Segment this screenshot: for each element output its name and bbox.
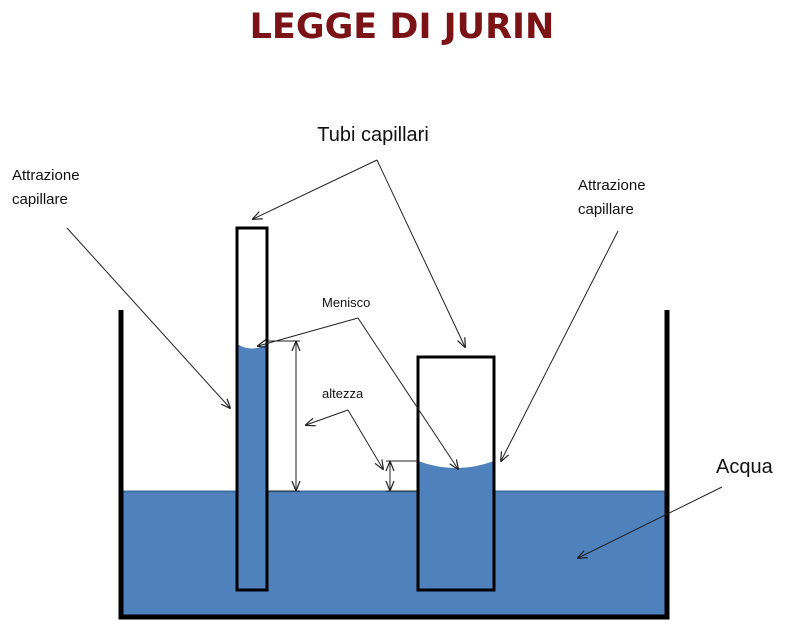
page-title: LEGGE DI JURIN xyxy=(250,7,555,47)
narrow-tube xyxy=(235,226,269,592)
basin-container xyxy=(118,310,670,620)
label-height: altezza xyxy=(322,386,364,401)
arrow-attraction-right xyxy=(501,230,619,461)
label-capillary-attraction-left: Attrazione capillare xyxy=(12,167,84,208)
label-attraction-left-line2: capillare xyxy=(12,191,68,208)
label-water: Acqua xyxy=(716,456,774,478)
arrow-attraction-left xyxy=(66,227,230,408)
arrow-tubes-to-wide xyxy=(376,159,465,347)
wide-tube xyxy=(416,355,496,592)
basin-water xyxy=(123,491,667,615)
arrow-height-to-narrow xyxy=(306,409,349,425)
label-meniscus: Menisco xyxy=(322,295,370,310)
arrow-height-to-wide xyxy=(347,409,383,469)
arrow-water xyxy=(578,486,723,558)
label-attraction-left-line1: Attrazione xyxy=(12,167,80,184)
label-attraction-right-line2: capillare xyxy=(578,201,634,218)
wide-tube-water xyxy=(418,461,494,590)
narrow-tube-water xyxy=(237,344,267,590)
label-capillary-tubes: Tubi capillari xyxy=(317,124,429,146)
arrow-tubes-to-narrow xyxy=(253,159,378,219)
label-attraction-right-line1: Attrazione xyxy=(578,177,646,194)
label-capillary-attraction-right: Attrazione capillare xyxy=(578,177,650,218)
arrow-meniscus-to-narrow xyxy=(258,317,359,346)
arrow-meniscus-to-wide xyxy=(357,317,458,469)
